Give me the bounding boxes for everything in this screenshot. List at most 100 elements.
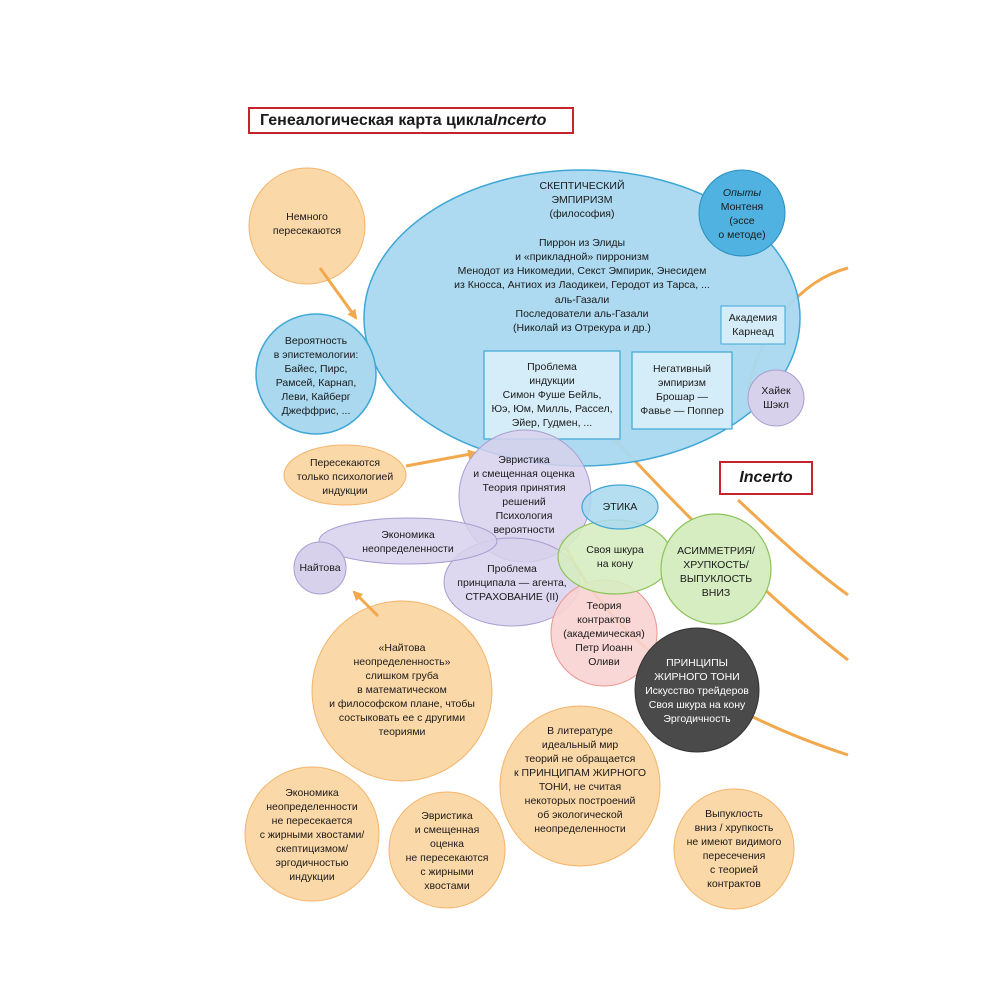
label-line: пересекаются <box>272 225 342 237</box>
slightly-overlap-circle <box>248 167 366 285</box>
label-line: контрактов <box>707 878 761 890</box>
label-line: (философия) <box>549 208 615 221</box>
label-line: Найтова <box>299 562 341 574</box>
incerto-arc-right <box>736 498 849 597</box>
induction-box <box>483 350 621 440</box>
label-line: вниз / хрупкость <box>694 822 774 834</box>
label-line: Своя шкура на кону <box>648 699 746 711</box>
econ-note-circle <box>244 766 380 902</box>
label-line: скептицизмом/ <box>275 843 349 855</box>
label-line: Теория <box>586 600 622 612</box>
label-line: Монтеня <box>720 201 764 213</box>
knight-note-arrow <box>352 590 380 618</box>
label-line: с жирными хвостами/ <box>259 829 365 841</box>
label-line: ЭМПИРИЗМ <box>551 194 613 207</box>
incerto-label: Incerto <box>719 461 813 495</box>
label-line: СТРАХОВАНИЕ (II) <box>465 591 559 603</box>
label-line: индукции <box>529 375 575 387</box>
label-line: Рамсей, Карнап, <box>275 377 357 389</box>
label-line: аль-Газали <box>554 293 610 306</box>
academy-box <box>720 305 786 345</box>
label-line: только психологией <box>296 471 394 483</box>
label-line: Байес, Пирс, <box>284 363 348 375</box>
label-line: и философском плане, чтобы <box>329 698 475 710</box>
label-line: не пересекается <box>271 815 353 827</box>
label-line: не имеют видимого <box>686 836 782 848</box>
slightly-overlap-arrow <box>318 267 358 320</box>
label-line: Эвристика <box>421 810 473 822</box>
econ-uncertainty-ellipse <box>318 517 498 565</box>
label-line: Оливи <box>588 656 620 668</box>
convex-note-circle <box>673 788 795 910</box>
label-line: принципала — агента, <box>457 577 567 589</box>
hayek-circle <box>747 369 805 427</box>
knight-note-circle <box>311 600 493 782</box>
label-line: (Николай из Отрекура и др.) <box>513 321 651 334</box>
label-line: (эссе <box>729 215 755 227</box>
label-line: в эпистемологии: <box>273 349 359 361</box>
label-line: Эвристика <box>498 454 550 466</box>
label-line: Фавье — Поппер <box>640 405 724 417</box>
label-line: Петр Иоанн <box>575 642 633 654</box>
label-line: на кону <box>596 558 634 570</box>
label-line: (академическая) <box>563 628 645 640</box>
label-line: пересечения <box>702 850 766 862</box>
label-line: ЭТИКА <box>602 501 638 513</box>
label-line: хвостами <box>424 880 470 892</box>
label-line: Академия <box>728 312 778 324</box>
negative-empiricism-box <box>631 351 733 430</box>
label-line: Леви, Кайберг <box>281 391 351 403</box>
label-line: Эйер, Гудмен, ... <box>511 417 593 429</box>
label-line: Немного <box>286 211 328 223</box>
label-line: неопределенности <box>534 823 626 835</box>
label-line: Пиррон из Элиды <box>538 236 626 249</box>
heuristics-note-circle <box>388 791 506 909</box>
label-line: в математическом <box>357 684 447 696</box>
title-italic: Incerto <box>493 111 547 129</box>
label-line: из Кносса, Антиох из Лаодикеи, Геродот и… <box>454 279 710 292</box>
label-line: Эргодичность <box>663 713 731 725</box>
label-line: неопределенности <box>266 801 358 813</box>
knight-circle <box>293 541 347 595</box>
label-line: Своя шкура <box>586 544 644 556</box>
label-line: Последователи аль-Газали <box>515 307 649 320</box>
label-line: состыковать ее с другими <box>338 712 466 724</box>
label-line: ХРУПКОСТЬ/ <box>683 559 749 571</box>
psych-only-arrow <box>405 449 478 468</box>
label-line: Теория принятия <box>482 482 566 494</box>
label-line: эргодичностью <box>275 857 349 869</box>
label-line: с жирными <box>420 866 474 878</box>
label-line: Негативный <box>652 363 712 375</box>
label-line: индукции <box>289 871 335 883</box>
label-line: и смещенная оценка <box>473 468 575 480</box>
label-line: вероятности <box>493 524 555 536</box>
ethics-ellipse <box>581 484 659 530</box>
title-text: Генеалогическая карта цикла <box>260 111 493 129</box>
label-line: идеальный мир <box>541 739 619 751</box>
label-line: Симон Фуше Бейль, <box>502 389 602 401</box>
label-line: неопределенности <box>362 543 454 555</box>
label-line: неопределенность» <box>353 656 451 668</box>
label-line: ВНИЗ <box>701 587 731 599</box>
label-line: «Найтова <box>378 642 426 654</box>
skin-label: Своя шкура на кону <box>586 543 643 571</box>
label-line: ТОНИ, не считая <box>538 781 622 793</box>
label-line: теорий не обращается <box>524 753 636 765</box>
label-line: Вероятность <box>284 335 348 347</box>
label-line: ВЫПУКЛОСТЬ <box>679 573 753 585</box>
page-title: Генеалогическая карта цикла Incerto <box>248 107 574 134</box>
label-line: Экономика <box>381 529 435 541</box>
label-line: Проблема <box>527 361 577 373</box>
fat-tony-circle <box>634 627 760 753</box>
probability-circle <box>255 313 377 435</box>
